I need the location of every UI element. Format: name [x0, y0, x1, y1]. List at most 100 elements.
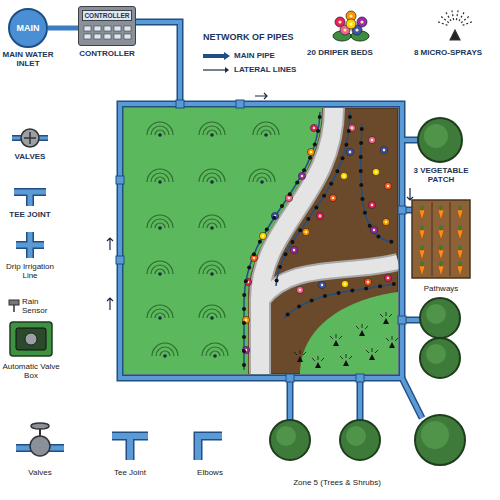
art-rect — [398, 316, 406, 324]
art-path — [456, 8, 458, 20]
art-circle — [242, 335, 246, 339]
art-path — [419, 250, 425, 260]
art-path — [14, 192, 46, 206]
art-circle — [322, 194, 326, 198]
art-path — [294, 350, 306, 355]
art-circle — [242, 363, 246, 367]
art-path — [13, 305, 15, 312]
art-circle — [313, 142, 317, 146]
art-circle — [368, 224, 372, 228]
label: 3 VEGETABLE PATCH — [406, 166, 476, 184]
art-circle — [310, 298, 314, 302]
label: NETWORK OF PIPES — [203, 32, 313, 42]
art-path — [203, 69, 225, 70]
art-circle — [392, 282, 396, 286]
art-circle — [360, 127, 364, 131]
art-circle — [375, 171, 377, 173]
art-path — [438, 210, 444, 220]
art-circle — [275, 279, 279, 283]
art-path — [445, 11, 451, 21]
legend-text: LATERAL LINES — [234, 65, 296, 74]
art-rect — [286, 374, 294, 382]
valve-icon — [16, 423, 64, 456]
art-circle — [265, 227, 269, 231]
art-path — [361, 124, 394, 242]
art-circle — [344, 283, 346, 285]
art-path — [16, 232, 44, 258]
art-path — [112, 436, 148, 460]
art-path — [147, 261, 173, 274]
art-path — [199, 215, 225, 228]
art-path — [438, 250, 444, 260]
rain-sensor-icon — [9, 300, 19, 312]
art-circle — [305, 231, 307, 233]
art-path — [439, 225, 443, 230]
keypad — [82, 24, 132, 42]
art-path — [297, 356, 303, 362]
art-path — [420, 225, 424, 230]
art-circle — [210, 133, 214, 137]
art-path — [380, 312, 392, 317]
art-path — [356, 324, 368, 329]
label: Automatic Valve Box — [0, 362, 62, 380]
art-circle — [158, 180, 162, 184]
micro-sprays — [294, 312, 398, 368]
label: TEE JOINT — [0, 210, 60, 219]
water-inlet-circle: MAINMAIN WATER INLET — [8, 8, 48, 48]
art-circle — [384, 182, 391, 189]
art-use — [120, 22, 422, 420]
art-circle — [368, 201, 375, 208]
art-circle — [340, 172, 347, 179]
art-circle — [318, 281, 325, 288]
art-circle — [30, 436, 50, 456]
art-path — [389, 342, 395, 348]
label: Drip Irrigation Line — [0, 262, 60, 280]
art-circle — [163, 354, 167, 358]
art-circle — [260, 180, 264, 184]
art-circle — [210, 226, 214, 230]
legend-item: LATERAL LINES — [234, 65, 296, 74]
lawn — [300, 292, 398, 374]
art-path — [439, 245, 443, 250]
art-circle — [382, 218, 389, 225]
art-circle — [288, 197, 290, 199]
vegetable-patch — [412, 200, 470, 278]
art-path — [459, 11, 465, 21]
art-circle — [25, 333, 37, 345]
legend-text: MAIN PIPE — [234, 51, 275, 60]
art-path — [439, 261, 443, 266]
art-circle — [296, 286, 303, 293]
art-path — [24, 132, 36, 144]
art-path — [284, 284, 394, 318]
art-path — [457, 266, 463, 276]
node-label: CONTROLLER — [82, 10, 132, 21]
art-path — [330, 334, 342, 339]
art-path — [202, 343, 228, 356]
art-path — [315, 362, 321, 368]
art-circle — [302, 228, 309, 235]
valve-box-icon — [10, 322, 52, 356]
art-circle — [359, 169, 363, 173]
art-ellipse — [31, 423, 49, 429]
art-circle — [373, 229, 375, 231]
art-path — [359, 330, 365, 336]
flower-icon — [333, 11, 369, 41]
art-path — [458, 245, 462, 250]
art-circle — [371, 204, 373, 206]
art-circle — [247, 266, 251, 270]
art-circle — [343, 28, 346, 31]
art-path — [199, 261, 225, 274]
art-circle — [213, 354, 217, 358]
art-circle — [378, 284, 382, 288]
art-circle — [321, 284, 323, 286]
art-rect — [10, 322, 52, 356]
art-circle — [340, 420, 380, 460]
pathway — [260, 108, 334, 374]
art-path — [461, 15, 470, 23]
tee-joints — [116, 100, 406, 382]
art-circle — [286, 313, 290, 317]
art-circle — [253, 257, 255, 259]
art-circle — [355, 28, 358, 31]
